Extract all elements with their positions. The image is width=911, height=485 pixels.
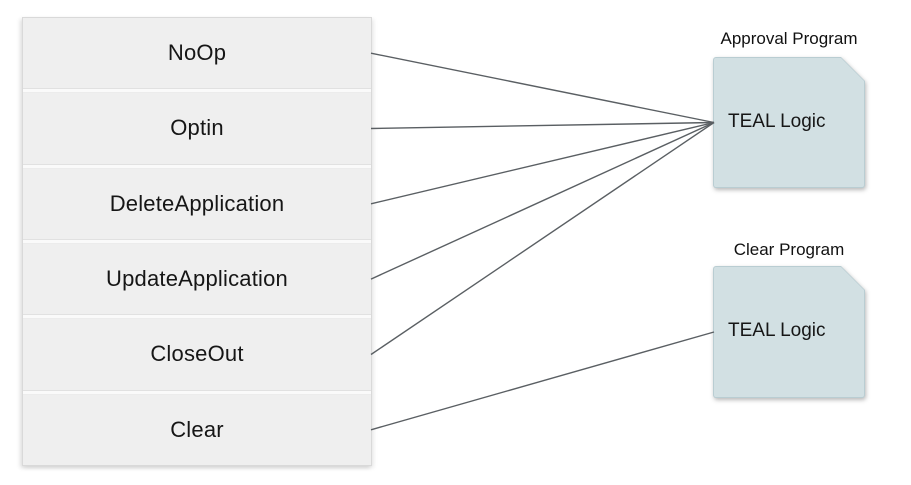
operation-list: NoOp Optin DeleteApplication UpdateAppli… [22, 17, 372, 466]
note-fill [714, 58, 864, 187]
op-row-delete-application: DeleteApplication [109, 190, 285, 216]
op-row-noop: NoOp [167, 40, 227, 66]
op-row-closeout: CloseOut [150, 341, 244, 367]
teal-logic-label: TEAL Logic [728, 320, 826, 342]
note-fill [714, 267, 864, 397]
row-divider [23, 238, 371, 244]
op-row-update-application: UpdateApplication [106, 266, 288, 292]
row-divider [23, 389, 371, 395]
row-divider [23, 88, 371, 94]
clear-program-title: Clear Program [733, 240, 845, 259]
row-divider [23, 314, 371, 320]
teal-logic-label: TEAL Logic [728, 110, 826, 132]
op-row-clear: Clear [170, 416, 224, 442]
approval-program-note: TEAL Logic [713, 57, 865, 188]
approval-program-title: Approval Program [720, 29, 858, 48]
clear-program-group: Clear Program TEAL Logic [713, 240, 865, 400]
op-row-optin: Optin [170, 115, 224, 141]
clear-program-note: TEAL Logic [713, 266, 865, 398]
approval-program-group: Approval Program TEAL Logic [713, 29, 865, 189]
row-divider [23, 163, 371, 169]
